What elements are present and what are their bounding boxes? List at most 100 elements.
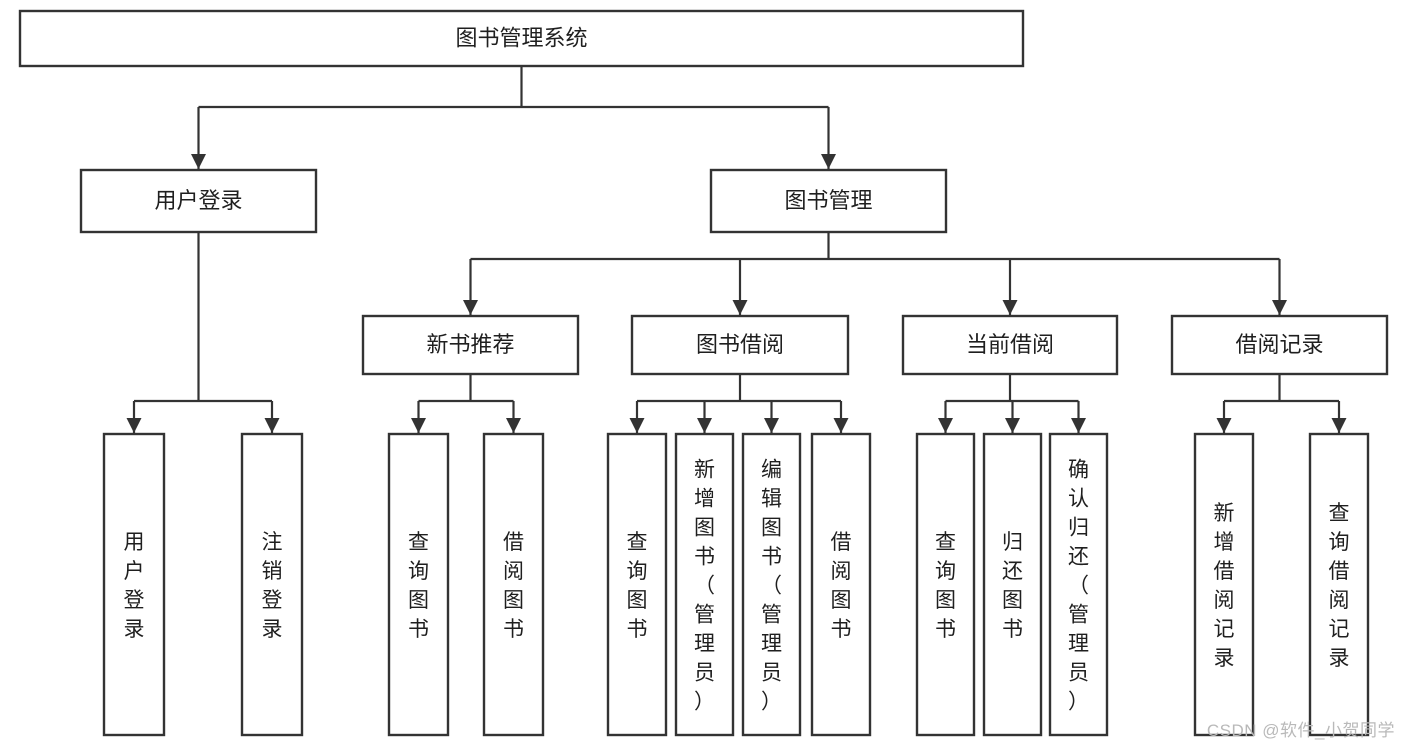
node-label-char: 录 [262,618,283,641]
node-label-char: 询 [1329,531,1350,554]
node-box-leaf-6[interactable] [741,432,802,737]
node-label-char: 记 [1329,618,1350,641]
node-label-char: 借 [1214,560,1235,583]
node-label-char: 借 [1329,560,1350,583]
arrow-head-icon [1216,418,1232,433]
node-label-char: 新 [694,459,715,482]
arrow-head-icon [463,300,478,315]
node-label-char: 认 [1068,488,1089,511]
node-label-char: 录 [1329,647,1350,670]
node-label-char: （ [761,575,782,598]
arrow-head-icon [126,418,142,433]
node-l3-3[interactable]: 借阅记录 [1170,314,1389,376]
node-box-leaf-5[interactable] [674,432,735,737]
node-label-当前借阅: 当前借阅 [966,332,1054,357]
node-box-root-0[interactable] [18,9,1025,68]
node-label-char: 销 [262,560,283,583]
node-box-leaf-11[interactable] [1193,432,1255,737]
node-box-leaf-4[interactable] [606,432,668,737]
node-label-char: 书 [761,546,782,569]
arrow-head-icon [1071,418,1086,433]
node-label-char: 查 [627,531,648,554]
node-box-leaf-8[interactable] [915,432,976,737]
node-l3-2[interactable]: 当前借阅 [901,314,1119,376]
arrow-head-icon [697,418,712,433]
node-box-l3-1[interactable] [630,314,850,376]
arrow-head-icon [938,418,953,433]
node-label-char: 登 [124,589,145,612]
arrow-head-icon [1272,300,1287,315]
arrow-head-icon [629,418,645,433]
node-label-char: 图 [831,589,852,612]
node-box-leaf-10[interactable] [1048,432,1109,737]
node-box-l2-0[interactable] [79,168,318,234]
node-label-char: 图 [1002,589,1023,612]
watermark-text: CSDN @软件_小贺同学 [1206,721,1395,740]
node-label-char: 增 [694,488,715,511]
node-leaf-0[interactable]: 用户登录 [102,432,166,737]
node-label-char: 员 [761,662,782,685]
node-label-char: 阅 [1214,589,1235,612]
node-l3-1[interactable]: 图书借阅 [630,314,850,376]
node-box-leaf-9[interactable] [982,432,1043,737]
node-label-char: 还 [1002,560,1023,583]
node-root-0[interactable]: 图书管理系统 [18,9,1025,68]
node-box-leaf-1[interactable] [240,432,304,737]
node-label-char: ） [1068,691,1089,714]
node-label-char: 书 [694,546,715,569]
node-label-char: 图 [503,589,524,612]
node-label-char: 图 [935,589,956,612]
arrow-head-icon [1005,418,1020,433]
node-box-leaf-7[interactable] [810,432,872,737]
arrow-head-icon [1331,418,1347,433]
node-label-char: 询 [627,560,648,583]
arrow-head-icon [506,418,521,433]
node-label-char: 录 [124,618,145,641]
node-label-char: 查 [408,531,429,554]
node-box-leaf-3[interactable] [482,432,545,737]
node-label-char: 还 [1068,546,1089,569]
node-label-char: 理 [694,633,715,656]
node-l2-1[interactable]: 图书管理 [709,168,948,234]
node-label-char: 确 [1068,459,1089,482]
node-label-char: 图 [627,589,648,612]
node-box-l3-3[interactable] [1170,314,1389,376]
node-box-l2-1[interactable] [709,168,948,234]
node-label-char: 书 [627,618,648,641]
node-l2-0[interactable]: 用户登录 [79,168,318,234]
node-box-l3-2[interactable] [901,314,1119,376]
node-box-leaf-12[interactable] [1308,432,1370,737]
node-label-图书管理系统: 图书管理系统 [455,25,587,50]
node-label-char: 录 [1214,647,1235,670]
node-label-char: 书 [503,618,524,641]
node-label-char: 书 [935,618,956,641]
node-box-leaf-2[interactable] [387,432,450,737]
node-label-新书推荐: 新书推荐 [426,332,514,357]
node-label-char: 新 [1214,502,1235,525]
node-label-char: ） [694,691,715,714]
node-box-leaf-0[interactable] [102,432,166,737]
node-label-char: 归 [1068,517,1089,540]
node-label-char: 用 [124,531,145,554]
node-label-char: 书 [831,618,852,641]
node-label-用户登录: 用户登录 [154,188,242,213]
arrow-head-icon [411,418,426,433]
node-l3-0[interactable]: 新书推荐 [361,314,580,376]
node-label-char: 理 [1068,633,1089,656]
node-label-char: 阅 [1329,589,1350,612]
node-box-l3-0[interactable] [361,314,580,376]
